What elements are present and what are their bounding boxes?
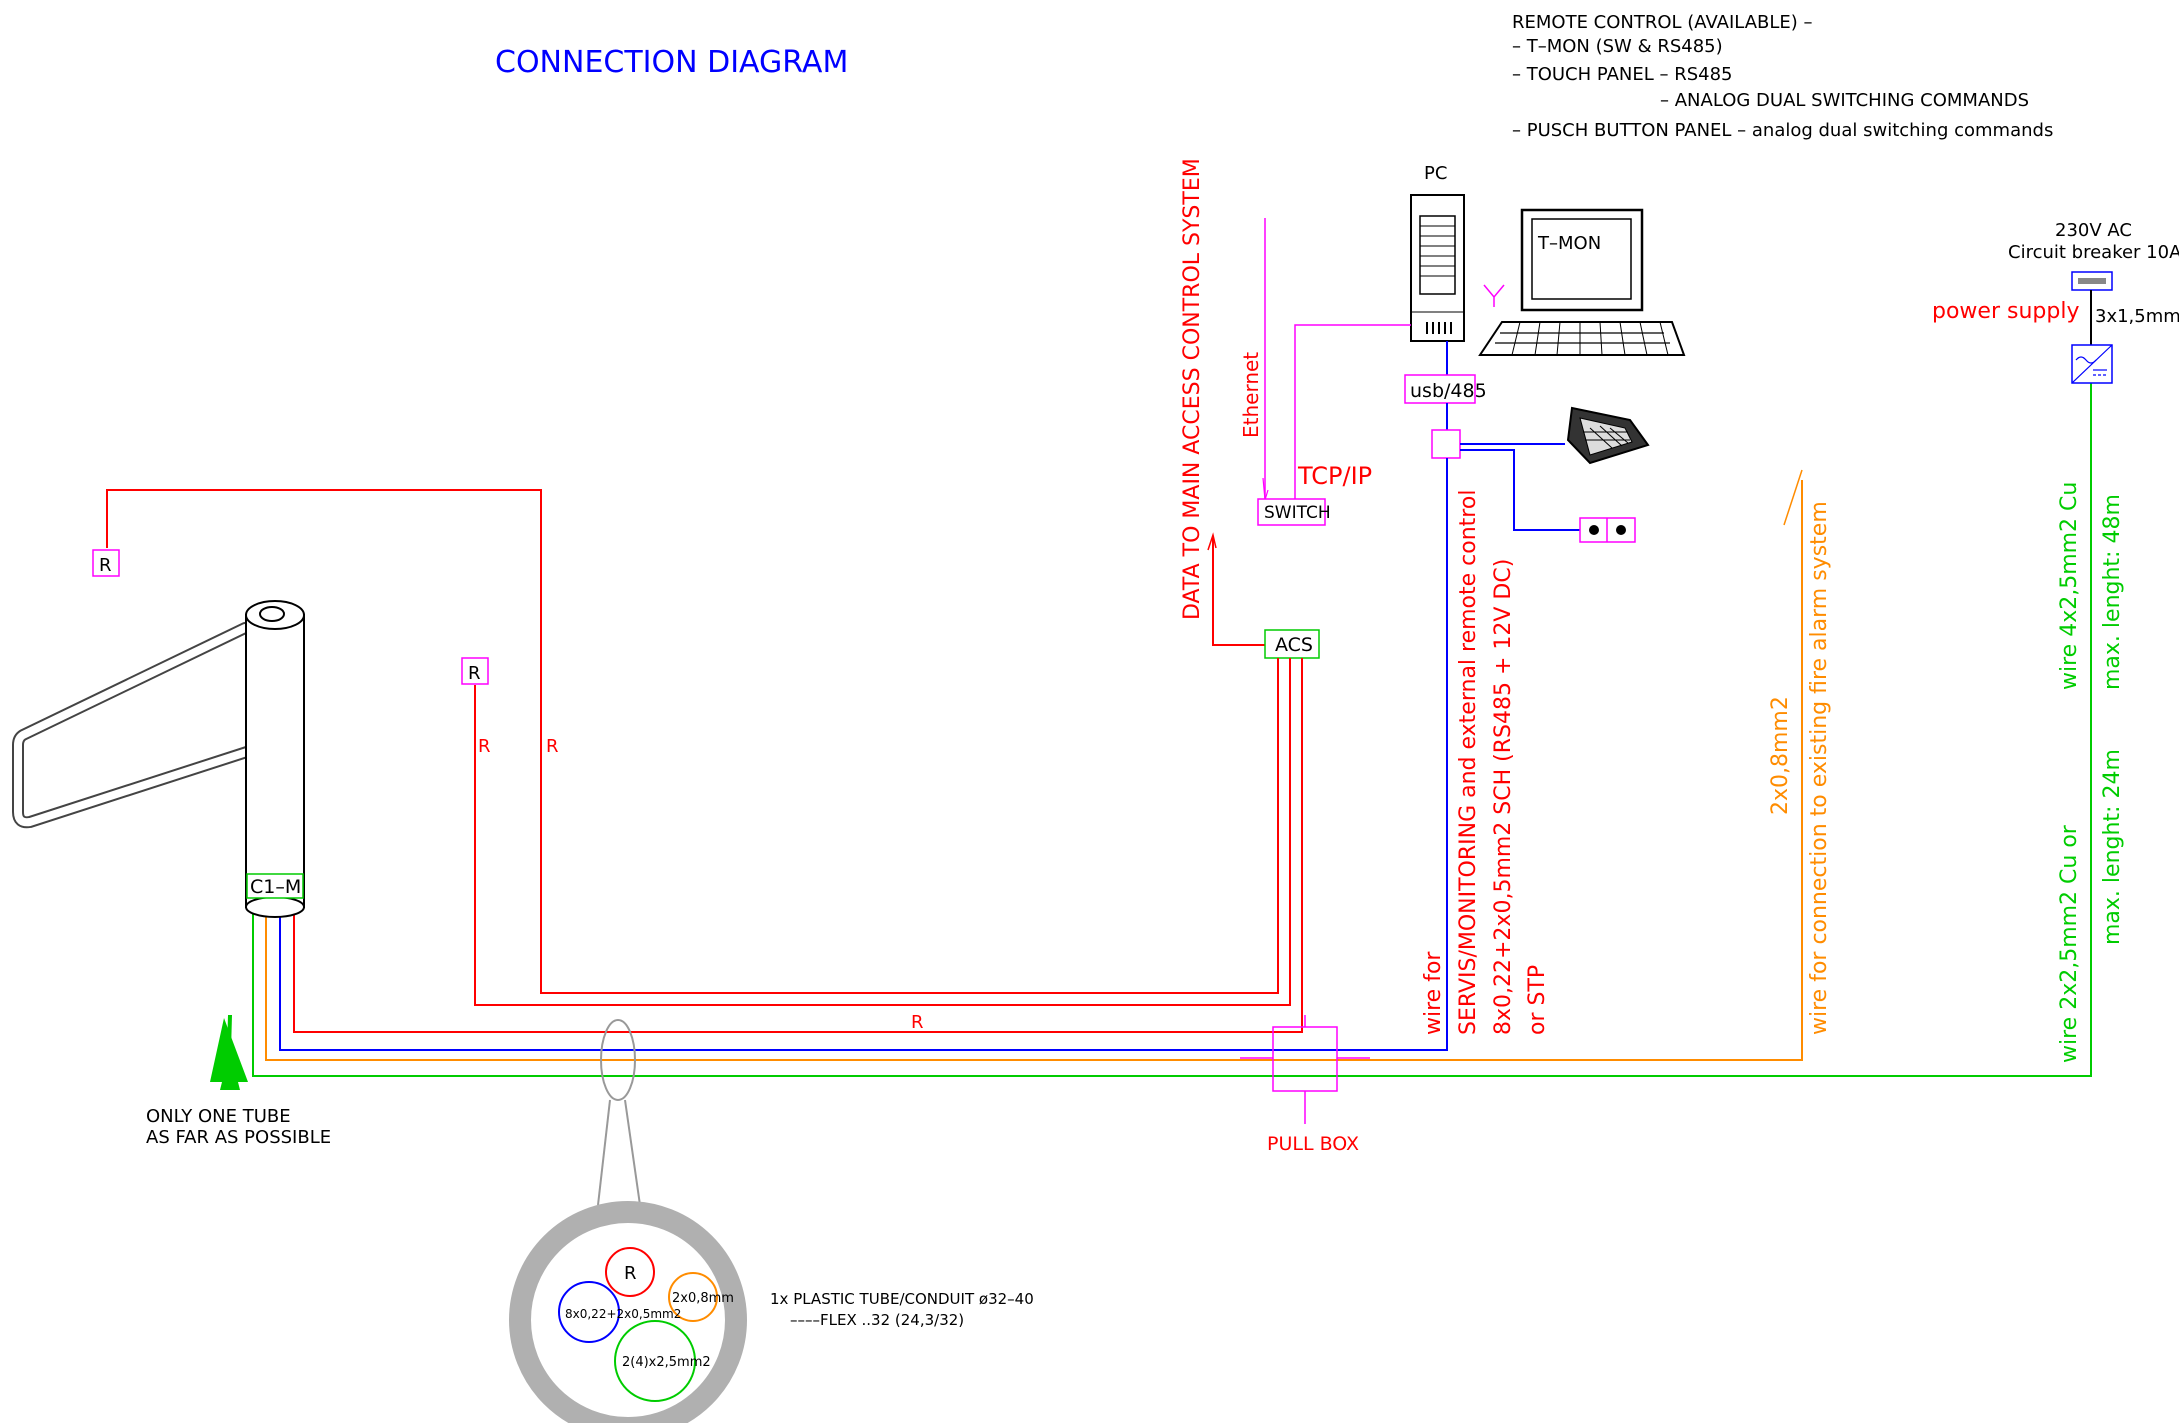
reader-2-label: R <box>468 663 481 684</box>
t-mon-label: T–MON <box>1537 233 1601 254</box>
rs485-junction <box>1431 429 1461 459</box>
remote-control-line5: – PUSCH BUTTON PANEL – analog dual switc… <box>1512 120 2053 141</box>
wire-r-label-2: R <box>546 736 559 757</box>
turnstile: C1–M <box>12 600 305 918</box>
reader-1 <box>92 549 120 577</box>
power-wire-4: max. lenght: 24m <box>2100 749 2125 945</box>
wire-bundle-oval <box>600 1019 636 1101</box>
main-access-label: DATA TO MAIN ACCESS CONTROL SYSTEM <box>1180 158 1205 620</box>
pull-box: PULL BOX <box>1240 1015 1370 1155</box>
touch-panel-icon <box>1566 406 1650 465</box>
tube-arrow-icon <box>210 1014 248 1090</box>
pc-label: PC <box>1424 163 1447 184</box>
remote-control-line3: – TOUCH PANEL – RS485 <box>1512 64 1733 85</box>
power-wire-2: max. lenght: 48m <box>2100 494 2125 690</box>
ethernet-label: Ethernet <box>1239 352 1263 438</box>
conduit-data-label: 8x0,22+2x0,5mm2 <box>565 1307 681 1321</box>
acs-label: ACS <box>1275 634 1313 656</box>
servis-wire-3: 8x0,22+2x0,5mm2 SCH (RS485 + 12V DC) <box>1491 559 1516 1035</box>
c1m-label: C1–M <box>250 876 301 898</box>
conduit-r-label: R <box>624 1263 637 1284</box>
fire-wire-1: 2x0,8mm2 <box>1768 696 1793 815</box>
tube-note-1: ONLY ONE TUBE <box>146 1106 291 1127</box>
remote-control-list: REMOTE CONTROL (AVAILABLE) – – T–MON (SW… <box>1512 12 2053 141</box>
switch-label: SWITCH <box>1264 503 1331 523</box>
power-supply: 230V AC Circuit breaker 10A 3x1,5mm2 pow… <box>1932 220 2179 384</box>
power-breaker: Circuit breaker 10A <box>2008 242 2179 263</box>
conduit-power-label: 2(4)x2,5mm2 <box>622 1355 711 1370</box>
acs-controller <box>1264 629 1320 659</box>
reader-2 <box>461 657 489 685</box>
conduit-note-1: 1x PLASTIC TUBE/CONDUIT ø32–40 <box>770 1290 1034 1308</box>
remote-control-line4: – ANALOG DUAL SWITCHING COMMANDS <box>1660 90 2029 111</box>
servis-wire-2: SERVIS/MONITORING and external remote co… <box>1456 490 1481 1035</box>
conduit-cross-section: R 2x0,8mm 8x0,22+2x0,5mm2 2(4)x2,5mm2 <box>509 1201 747 1423</box>
wire-r-label-1: R <box>478 736 491 757</box>
power-wire-1: wire 4x2,5mm2 Cu <box>2057 482 2082 690</box>
conduit-note-2: ––––FLEX ..32 (24,3/32) <box>790 1311 964 1329</box>
keyboard-icon <box>1478 321 1686 356</box>
pc-tower: PC <box>1410 163 1505 342</box>
conduit-power-circle <box>614 1320 696 1402</box>
conduit-fire-circle <box>668 1272 718 1322</box>
usb485-converter <box>1404 374 1476 404</box>
power-cable-label: 3x1,5mm2 <box>2095 306 2179 327</box>
conduit-r-circle <box>605 1247 655 1297</box>
wire-r-label-3: R <box>911 1012 924 1033</box>
diagram-title: CONNECTION DIAGRAM <box>495 45 848 80</box>
tube-note-2: AS FAR AS POSSIBLE <box>146 1127 331 1148</box>
remote-control-line1: REMOTE CONTROL (AVAILABLE) – <box>1512 12 1813 33</box>
remote-control-line2: – T–MON (SW & RS485) <box>1512 36 1723 57</box>
c1m-box <box>246 873 304 899</box>
network-switch <box>1257 498 1326 526</box>
servis-wire-1: wire for <box>1421 951 1446 1035</box>
tcpip-label: TCP/IP <box>1297 462 1372 490</box>
conduit-fire-label: 2x0,8mm <box>672 1291 734 1306</box>
t-mon-monitor: T–MON <box>1520 208 1644 312</box>
power-voltage: 230V AC <box>2055 220 2132 241</box>
pull-box-label: PULL BOX <box>1267 1133 1359 1155</box>
push-button-panel-icon <box>1579 517 1636 543</box>
usb485-label: usb/485 <box>1410 380 1487 402</box>
conduit-data-circle <box>558 1281 620 1343</box>
servis-wire-4: or STP <box>1525 965 1550 1035</box>
power-wire-3: wire 2x2,5mm2 Cu or <box>2057 824 2082 1063</box>
reader-1-label: R <box>99 555 112 576</box>
fire-wire-2: wire for connection to existing fire ala… <box>1807 501 1832 1035</box>
power-supply-label: power supply <box>1932 299 2079 324</box>
